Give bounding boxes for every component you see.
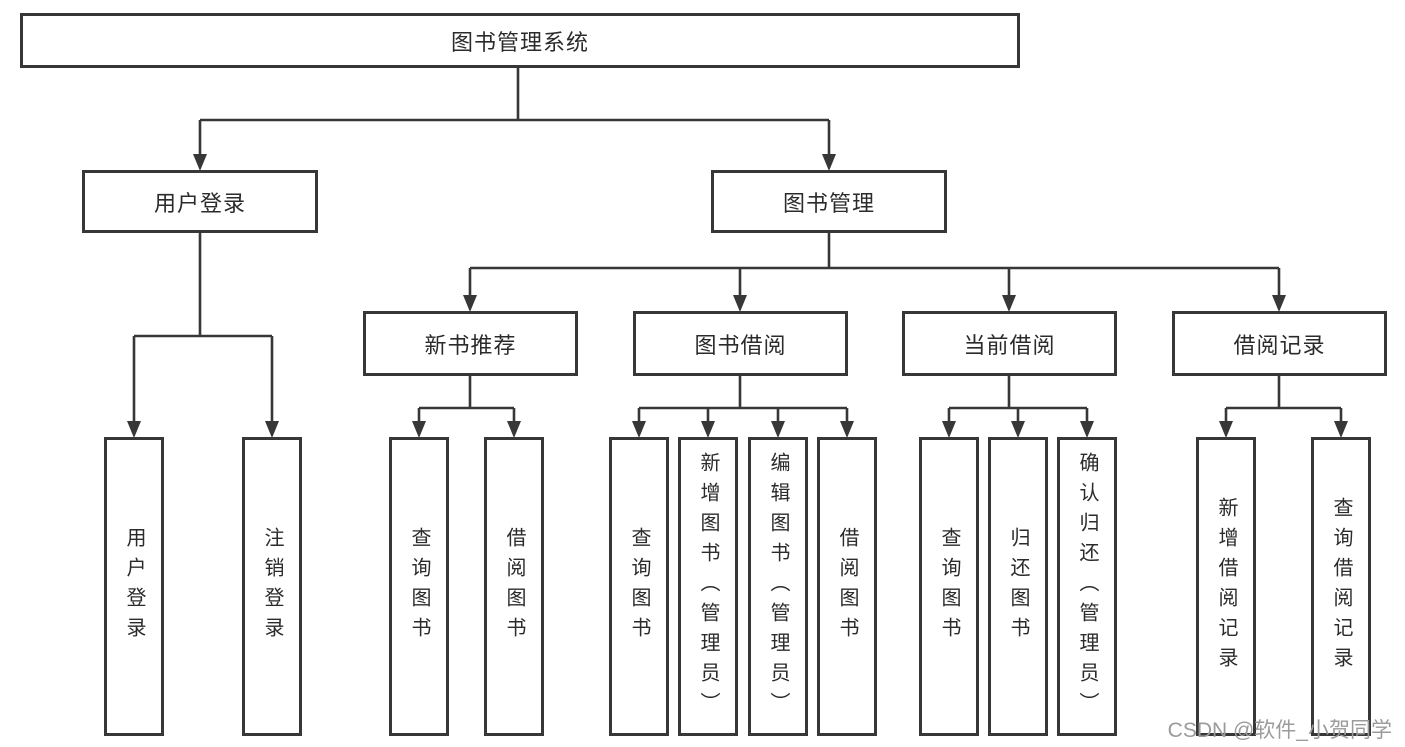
arrow-icon bbox=[1219, 421, 1233, 438]
leaf-label: 借阅图书 bbox=[836, 526, 858, 647]
leaf-label: 查询借阅记录 bbox=[1330, 496, 1352, 677]
connector-borrow-record-to-leaves bbox=[1224, 376, 1343, 421]
arrow-icon bbox=[771, 421, 785, 438]
arrow-icon bbox=[1011, 421, 1025, 438]
leaf-label: 归还图书 bbox=[1007, 526, 1029, 647]
arrowheads bbox=[127, 154, 1348, 438]
node-book-management: 图书管理 bbox=[711, 170, 947, 233]
leaf-label: 编辑图书（管理员） bbox=[767, 451, 789, 722]
node-book-management-label: 图书管理 bbox=[782, 190, 875, 216]
node-leaf-borrow-query-books: 查询图书 bbox=[609, 437, 669, 736]
leaf-label: 确认归还（管理员） bbox=[1076, 451, 1098, 722]
node-root-label: 图书管理系统 bbox=[450, 29, 589, 55]
node-leaf-user-login: 用户登录 bbox=[104, 437, 164, 736]
node-leaf-rec-borrow-books: 借阅图书 bbox=[484, 437, 544, 736]
node-leaf-rec-query-books: 查询图书 bbox=[389, 437, 449, 736]
arrow-icon bbox=[1080, 421, 1094, 438]
arrow-icon bbox=[193, 154, 207, 171]
arrow-icon bbox=[1272, 295, 1286, 312]
node-user-login-label: 用户登录 bbox=[153, 190, 246, 216]
leaf-label: 注销登录 bbox=[261, 526, 283, 647]
leaf-label: 用户登录 bbox=[123, 526, 145, 647]
node-root-system: 图书管理系统 bbox=[20, 13, 1020, 68]
node-current-borrowing: 当前借阅 bbox=[902, 311, 1117, 376]
node-leaf-logout: 注销登录 bbox=[242, 437, 302, 736]
arrow-icon bbox=[733, 295, 747, 312]
arrow-icon bbox=[265, 421, 279, 438]
node-user-login: 用户登录 bbox=[82, 170, 318, 233]
node-leaf-current-query-books: 查询图书 bbox=[919, 437, 979, 736]
arrow-icon bbox=[463, 295, 477, 312]
node-leaf-return-books: 归还图书 bbox=[988, 437, 1048, 736]
arrow-icon bbox=[822, 154, 836, 171]
arrow-icon bbox=[507, 421, 521, 438]
arrow-icon bbox=[942, 421, 956, 438]
node-borrowing-records-label: 借阅记录 bbox=[1233, 332, 1326, 358]
node-current-borrowing-label: 当前借阅 bbox=[963, 332, 1056, 358]
watermark: CSDN @软件_小贺同学 bbox=[1167, 719, 1392, 742]
connector-current-borrow-to-leaves bbox=[947, 376, 1089, 421]
node-leaf-edit-books-admin: 编辑图书（管理员） bbox=[748, 437, 808, 736]
arrow-icon bbox=[840, 421, 854, 438]
node-leaf-query-borrow-record: 查询借阅记录 bbox=[1311, 437, 1371, 736]
leaf-label: 新增图书（管理员） bbox=[697, 451, 719, 722]
connector-book-mgmt-to-level3 bbox=[468, 233, 1281, 295]
node-book-borrowing: 图书借阅 bbox=[633, 311, 848, 376]
node-new-book-recommend-label: 新书推荐 bbox=[424, 332, 517, 358]
node-leaf-confirm-return-admin: 确认归还（管理员） bbox=[1057, 437, 1117, 736]
node-new-book-recommend: 新书推荐 bbox=[363, 311, 578, 376]
leaf-label: 查询图书 bbox=[408, 526, 430, 647]
node-leaf-add-books-admin: 新增图书（管理员） bbox=[678, 437, 738, 736]
connector-book-borrow-to-leaves bbox=[637, 376, 849, 421]
arrow-icon bbox=[412, 421, 426, 438]
node-leaf-add-borrow-record: 新增借阅记录 bbox=[1196, 437, 1256, 736]
arrow-icon bbox=[127, 421, 141, 438]
connector-root-to-level2 bbox=[198, 68, 831, 154]
arrow-icon bbox=[632, 421, 646, 438]
arrow-icon bbox=[701, 421, 715, 438]
node-leaf-borrow-books: 借阅图书 bbox=[817, 437, 877, 736]
leaf-label: 新增借阅记录 bbox=[1215, 496, 1237, 677]
node-borrowing-records: 借阅记录 bbox=[1172, 311, 1387, 376]
node-book-borrowing-label: 图书借阅 bbox=[694, 332, 787, 358]
connector-new-book-rec-to-leaves bbox=[417, 376, 516, 421]
connector-user-login-to-leaves bbox=[132, 233, 274, 421]
arrow-icon bbox=[1334, 421, 1348, 438]
leaf-label: 查询图书 bbox=[628, 526, 650, 647]
arrow-icon bbox=[1002, 295, 1016, 312]
leaf-label: 查询图书 bbox=[938, 526, 960, 647]
leaf-label: 借阅图书 bbox=[503, 526, 525, 647]
